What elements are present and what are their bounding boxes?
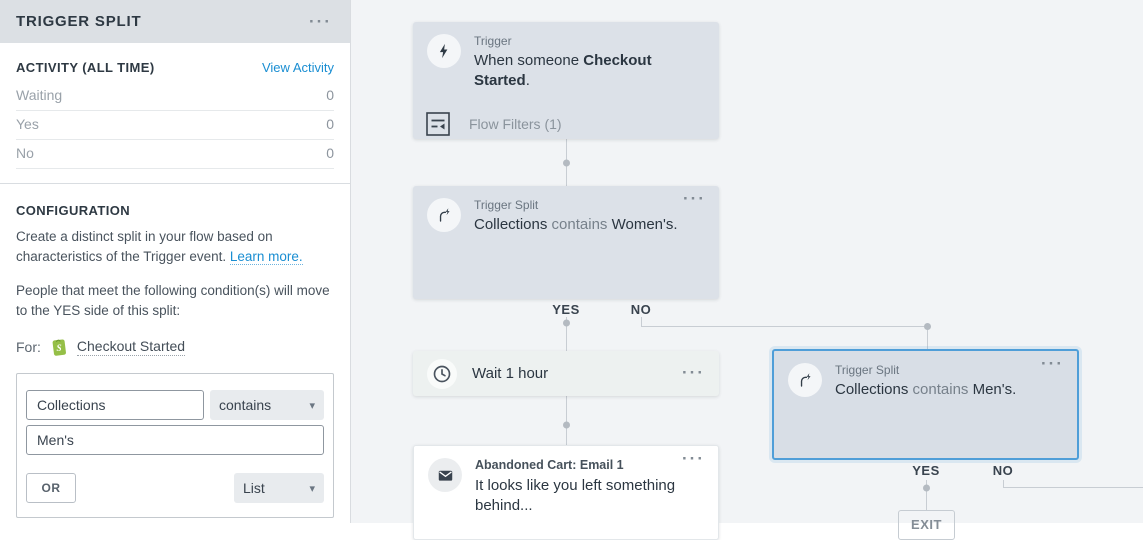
split-node-label: Trigger Split	[474, 198, 539, 212]
trigger-split-icon	[788, 363, 822, 397]
chevron-down-icon: ▾	[309, 482, 315, 495]
for-label: For:	[16, 339, 41, 355]
node-menu-ellipsis-icon[interactable]: ···	[682, 449, 705, 468]
email-node-label: Abandoned Cart: Email 1	[475, 458, 624, 472]
sidebar-header: TRIGGER SPLIT ···	[0, 0, 350, 43]
split-operator: contains	[908, 381, 973, 398]
sidebar-menu-ellipsis-icon[interactable]: ···	[309, 11, 332, 31]
section-divider	[0, 183, 350, 184]
flow-filters-label: Flow Filters (1)	[469, 115, 562, 132]
activity-row-value: 0	[326, 145, 334, 161]
condition-operator-value: contains	[219, 397, 272, 413]
shopify-icon: S	[49, 336, 69, 358]
flow-filters-button[interactable]: Flow Filters (1)	[413, 110, 719, 148]
node-menu-ellipsis-icon[interactable]: ···	[1041, 354, 1064, 373]
activity-row-no: No 0	[16, 140, 334, 169]
trigger-node-label: Trigger	[474, 34, 512, 48]
or-condition-button[interactable]: OR	[26, 473, 76, 503]
node-menu-ellipsis-icon[interactable]: ···	[682, 362, 705, 382]
email-node-subject: It looks like you left something behind.…	[475, 477, 676, 515]
condition-builder: contains ▾ OR List ▾	[16, 373, 334, 518]
branch-no-label: NO	[992, 463, 1014, 478]
condition-operator-select[interactable]: contains ▾	[210, 390, 324, 420]
configuration-description: Create a distinct split in your flow bas…	[16, 227, 334, 268]
clock-icon	[427, 358, 457, 389]
activity-row-label: Waiting	[16, 87, 63, 103]
activity-row-waiting: Waiting 0	[16, 82, 334, 111]
split-operator: contains	[547, 216, 612, 233]
split-value: Men's.	[972, 381, 1017, 398]
branch-yes-label: YES	[912, 463, 940, 478]
split-node-label: Trigger Split	[835, 363, 900, 377]
email-node[interactable]: ··· Abandoned Cart: Email 1 It looks lik…	[413, 445, 719, 540]
activity-row-yes: Yes 0	[16, 111, 334, 140]
learn-more-link[interactable]: Learn more.	[229, 249, 303, 266]
sidebar-title: TRIGGER SPLIT	[16, 13, 142, 30]
condition-field-input[interactable]	[26, 390, 204, 420]
split-field: Collections	[835, 381, 909, 398]
node-menu-ellipsis-icon[interactable]: ···	[683, 189, 706, 208]
trigger-text-suffix: .	[525, 72, 530, 90]
trigger-split-icon	[427, 198, 461, 232]
view-activity-link[interactable]: View Activity	[261, 60, 334, 75]
branch-no-label: NO	[630, 302, 652, 317]
settings-sidebar: TRIGGER SPLIT ··· ACTIVITY (ALL TIME) Vi…	[0, 0, 351, 523]
trigger-split-node-mens-selected[interactable]: ··· Trigger Split Collections contains M…	[772, 349, 1079, 460]
activity-row-label: Yes	[16, 116, 39, 132]
configuration-description-text: Create a distinct split in your flow bas…	[16, 229, 273, 265]
activity-row-value: 0	[326, 116, 334, 132]
lightning-icon	[427, 34, 461, 68]
activity-row-value: 0	[326, 87, 334, 103]
trigger-event-row: For: S Checkout Started	[16, 336, 334, 358]
exit-node: EXIT	[898, 510, 955, 540]
configuration-section: CONFIGURATION Create a distinct split in…	[0, 184, 350, 358]
value-type-select[interactable]: List ▾	[234, 473, 324, 503]
activity-row-label: No	[16, 145, 34, 161]
configuration-title: CONFIGURATION	[16, 203, 131, 218]
trigger-node-text: When someone Checkout Started.	[474, 51, 670, 92]
branch-yes-label: YES	[552, 302, 580, 317]
activity-title: ACTIVITY (ALL TIME)	[16, 60, 155, 75]
condition-help-text: People that meet the following condition…	[16, 282, 330, 318]
trigger-split-node-womens[interactable]: ··· Trigger Split Collections contains W…	[413, 186, 719, 299]
split-field: Collections	[474, 216, 548, 233]
chevron-down-icon: ▾	[309, 399, 315, 412]
split-node-text: Collections contains Men's.	[835, 380, 1016, 400]
metric-checkout-started-link[interactable]: Checkout Started	[76, 338, 186, 356]
condition-value-input[interactable]	[26, 425, 324, 455]
split-value: Women's.	[611, 216, 678, 233]
svg-text:S: S	[56, 343, 61, 353]
wait-node-text: Wait 1 hour	[472, 365, 549, 382]
envelope-icon	[428, 458, 462, 492]
trigger-text-prefix: When someone	[474, 52, 584, 69]
wait-node[interactable]: Wait 1 hour ···	[413, 351, 719, 396]
flow-canvas[interactable]: Trigger When someone Checkout Started. F…	[351, 0, 1143, 540]
value-type-value: List	[243, 480, 265, 496]
trigger-text-metric: Checkout Started	[474, 52, 652, 90]
trigger-node[interactable]: Trigger When someone Checkout Started. F…	[413, 22, 719, 139]
flow-filters-icon	[426, 111, 450, 136]
split-node-text: Collections contains Women's.	[474, 215, 678, 235]
activity-section: ACTIVITY (ALL TIME) View Activity Waitin…	[0, 43, 350, 169]
